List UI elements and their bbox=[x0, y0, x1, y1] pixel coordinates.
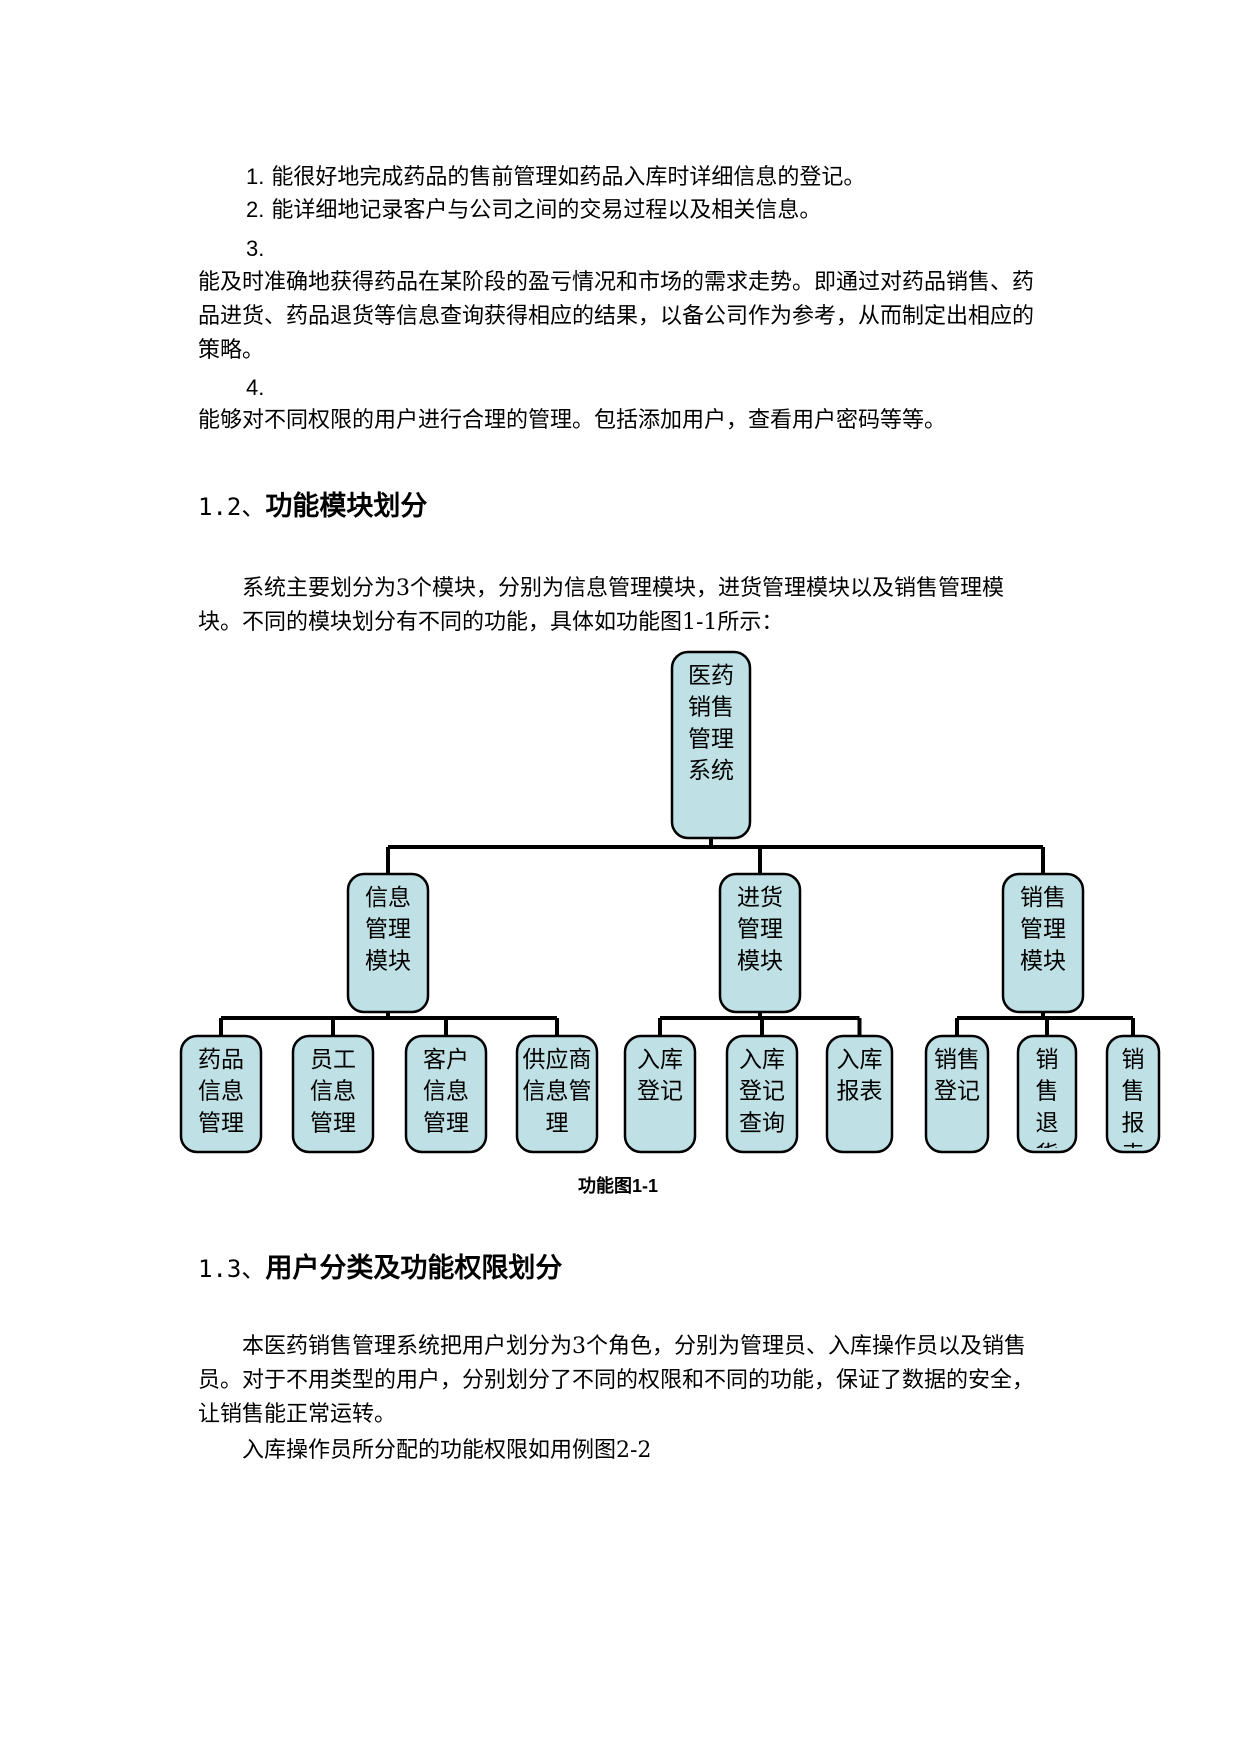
list-item-3-number: 3. bbox=[246, 236, 265, 261]
heading-number: 1.2、 bbox=[198, 493, 266, 521]
leaf-node-9-label: 销售退货 bbox=[1036, 1047, 1059, 1168]
leaf-node-3: 客户信息管理 bbox=[404, 1034, 488, 1154]
leaf-node-4-shape bbox=[515, 1034, 599, 1154]
leaf-node-7-label: 入库报表 bbox=[837, 1047, 883, 1105]
list-item-4-text: 能够对不同权限的用户进行合理的管理。包括添加用户，查看用户密码等等。 bbox=[198, 408, 947, 433]
leaf-node-9-shape bbox=[1016, 1034, 1078, 1154]
leaf-node-1-label: 药品信息管理 bbox=[198, 1047, 244, 1136]
leaf-node-8-label: 销售登记 bbox=[934, 1047, 980, 1105]
module-node-2-label: 进货管理模块 bbox=[737, 885, 783, 974]
section-heading-1-3: 1.3、用户分类及功能权限划分 bbox=[198, 1246, 562, 1285]
list-item-text: 能很好地完成药品的售前管理如药品入库时详细信息的登记。 bbox=[271, 165, 866, 190]
module-node-3-shape bbox=[1001, 872, 1085, 1014]
section-1-3-paragraph: 本医药销售管理系统把用户划分为3个角色，分别为管理员、入库操作员以及销售员。对于… bbox=[198, 1334, 1035, 1427]
list-item-number: 1. bbox=[246, 164, 265, 189]
list-item-3-text: 能及时准确地获得药品在某阶段的盈亏情况和市场的需求走势。即通过对药品销售、药品进… bbox=[198, 270, 1035, 363]
leaf-node-7-shape bbox=[825, 1034, 894, 1154]
module-node-3-label: 销售管理模块 bbox=[1020, 885, 1066, 974]
module-node-2-shape bbox=[718, 872, 802, 1014]
leaf-node-3-label: 客户信息管理 bbox=[423, 1047, 469, 1136]
leaf-node-3-shape bbox=[404, 1034, 488, 1154]
root-node-shape bbox=[670, 650, 752, 840]
leaf-node-6-shape bbox=[725, 1034, 799, 1154]
leaf-node-6: 入库登记查询 bbox=[725, 1034, 799, 1154]
heading-title: 功能模块划分 bbox=[265, 491, 428, 522]
list-item-text: 能详细地记录客户与公司之间的交易过程以及相关信息。 bbox=[271, 198, 822, 223]
leaf-node-4: 供应商信息管理 bbox=[515, 1034, 599, 1154]
module-node-1-label: 信息管理模块 bbox=[365, 885, 411, 974]
leaf-node-8-shape bbox=[924, 1034, 990, 1154]
list-item-4-number: 4. bbox=[246, 375, 265, 400]
leaf-node-10-shape bbox=[1105, 1034, 1161, 1154]
module-node-1-shape bbox=[346, 872, 430, 1014]
list-item-number: 2. bbox=[246, 197, 265, 222]
leaf-node-2: 员工信息管理 bbox=[291, 1034, 375, 1154]
diagram-caption: 功能图1-1 bbox=[578, 1176, 659, 1196]
leaf-node-9: 销售退货 bbox=[1016, 1034, 1078, 1168]
leaf-node-2-shape bbox=[291, 1034, 375, 1154]
section-1-2-paragraph: 系统主要划分为3个模块，分别为信息管理模块，进货管理模块以及销售管理模块。不同的… bbox=[198, 576, 1004, 635]
root-node-label: 医药销售管理系统 bbox=[688, 663, 734, 784]
section-1-3-note: 入库操作员所分配的功能权限如用例图2-2 bbox=[242, 1438, 652, 1463]
leaf-node-1: 药品信息管理 bbox=[179, 1034, 263, 1154]
leaf-node-6-label: 入库登记查询 bbox=[739, 1047, 785, 1136]
leaf-node-10: 销售报表 bbox=[1105, 1034, 1161, 1168]
list-item-2: 2. 能详细地记录客户与公司之间的交易过程以及相关信息。 bbox=[246, 193, 821, 228]
module-node-3: 销售管理模块 bbox=[1001, 872, 1085, 1014]
leaf-node-2-label: 员工信息管理 bbox=[310, 1047, 356, 1136]
heading-number: 1.3、 bbox=[198, 1255, 266, 1283]
leaf-node-10-label: 销售报表 bbox=[1122, 1047, 1145, 1168]
leaf-node-5: 入库登记 bbox=[623, 1034, 697, 1154]
leaf-node-5-shape bbox=[623, 1034, 697, 1154]
module-node-2: 进货管理模块 bbox=[718, 872, 802, 1014]
section-heading-1-2: 1.2、功能模块划分 bbox=[198, 484, 427, 523]
leaf-node-7: 入库报表 bbox=[825, 1034, 894, 1154]
leaf-node-5-label: 入库登记 bbox=[637, 1047, 683, 1105]
leaf-node-4-label: 供应商信息管理 bbox=[523, 1047, 592, 1136]
leaf-node-1-shape bbox=[179, 1034, 263, 1154]
heading-title: 用户分类及功能权限划分 bbox=[265, 1253, 563, 1284]
root-node: 医药销售管理系统 bbox=[670, 650, 752, 840]
module-node-1: 信息管理模块 bbox=[346, 872, 430, 1014]
leaf-node-8: 销售登记 bbox=[924, 1034, 990, 1154]
list-item-1: 1. 能很好地完成药品的售前管理如药品入库时详细信息的登记。 bbox=[246, 160, 865, 195]
